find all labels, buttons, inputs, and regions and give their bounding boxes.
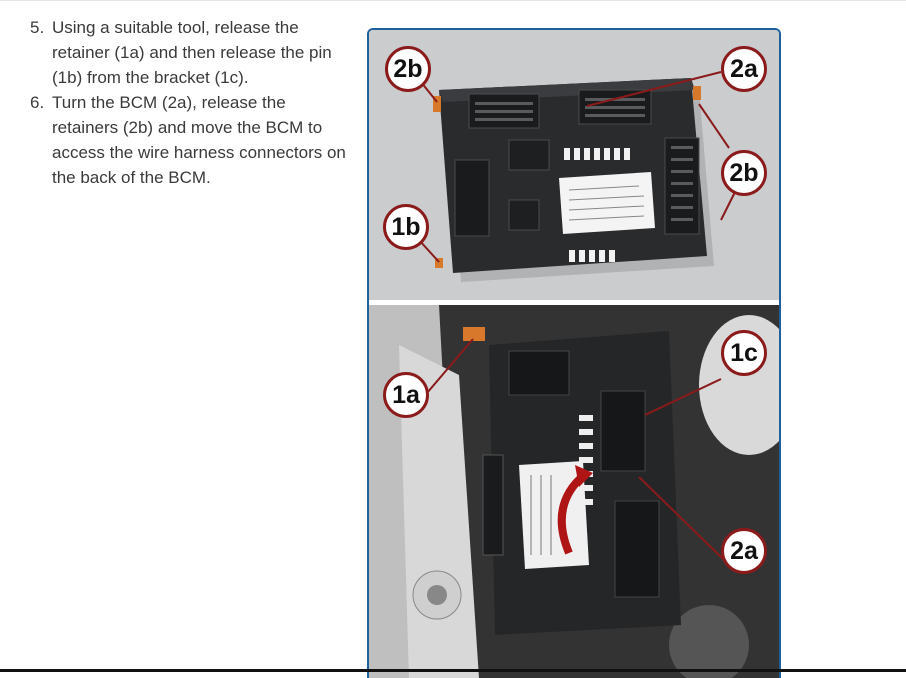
top-rule (0, 0, 906, 1)
step-text: Turn the BCM (2a), release the retainers… (52, 93, 346, 187)
instruction-steps: 5. Using a suitable tool, release the re… (30, 15, 350, 190)
step-number: 6. (30, 93, 45, 112)
callout-2a-bottom: 2a (721, 528, 767, 574)
step-6: 6. Turn the BCM (2a), release the retain… (30, 90, 350, 190)
step-text: Using a suitable tool, release the retai… (52, 18, 332, 87)
bottom-rule (0, 669, 906, 672)
callout-1c: 1c (721, 330, 767, 376)
callout-2b-right: 2b (721, 150, 767, 196)
figure-divider (369, 300, 779, 306)
callout-2b-left: 2b (385, 46, 431, 92)
callout-1b: 1b (383, 204, 429, 250)
step-number: 5. (30, 18, 45, 37)
callout-1a: 1a (383, 372, 429, 418)
step-5: 5. Using a suitable tool, release the re… (30, 15, 350, 90)
callout-2a-top: 2a (721, 46, 767, 92)
bcm-installed-photo (369, 305, 779, 678)
bcm-module-photo (369, 30, 779, 301)
bcm-figure: 2b 2a 2b 1b 1a 1c 2a (367, 28, 781, 678)
